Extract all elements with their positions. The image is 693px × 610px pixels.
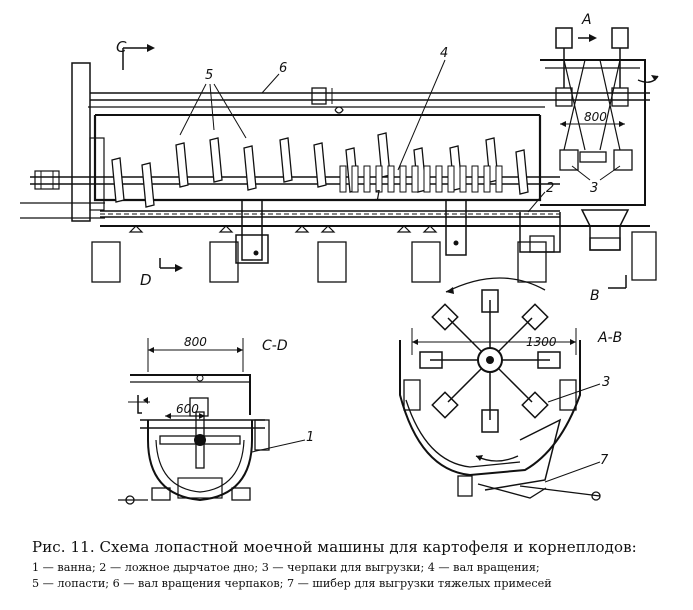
scoop-drives xyxy=(555,27,633,171)
section-label-a: A xyxy=(581,12,592,28)
section-label-b: B xyxy=(590,288,600,304)
part-number-6: 6 xyxy=(279,61,287,76)
main-side-view: 800 C D A B xyxy=(20,12,659,304)
dim-1300-ab: 1300 xyxy=(526,335,557,349)
part-number-1: 1 xyxy=(374,189,382,204)
part-number-4: 4 xyxy=(440,46,448,61)
part-number-3: 3 xyxy=(590,181,598,196)
caption-legend-line-1: 1 — ванна; 2 — ложное дырчатое дно; 3 — … xyxy=(32,561,540,574)
dim-800-cd: 800 xyxy=(184,335,207,349)
part-number-1-cd: 1 xyxy=(306,430,314,445)
section-label-d: D xyxy=(140,271,152,289)
part-number-7-ab: 7 xyxy=(600,453,609,468)
shaft-blades xyxy=(339,165,503,193)
part-number-3-ab: 3 xyxy=(602,375,610,390)
supports xyxy=(91,225,657,283)
section-label-c: C xyxy=(116,38,127,56)
figure-caption: Рис. 11. Схема лопастной моечной машины … xyxy=(32,538,684,592)
dim-600-cd: 600 xyxy=(176,402,199,416)
section-cd-view: C-D 800 600 1 xyxy=(118,335,314,505)
section-ab-view: A-B 1300 xyxy=(399,277,622,501)
main-leaders: 5 6 4 1 2 3 xyxy=(179,46,621,213)
part-number-5: 5 xyxy=(205,68,213,83)
section-title-ab: A-B xyxy=(597,330,622,346)
section-markers: C D A B xyxy=(116,12,627,304)
caption-title: Рис. 11. Схема лопастной моечной машины … xyxy=(32,538,637,556)
scoop-wheel xyxy=(419,289,561,433)
section-title-cd: C-D xyxy=(262,338,288,354)
part-number-2: 2 xyxy=(546,181,554,196)
dim-800-main: 800 xyxy=(584,110,607,124)
caption-legend-line-2: 5 — лопасти; 6 — вал вращения черпаков; … xyxy=(32,577,552,590)
